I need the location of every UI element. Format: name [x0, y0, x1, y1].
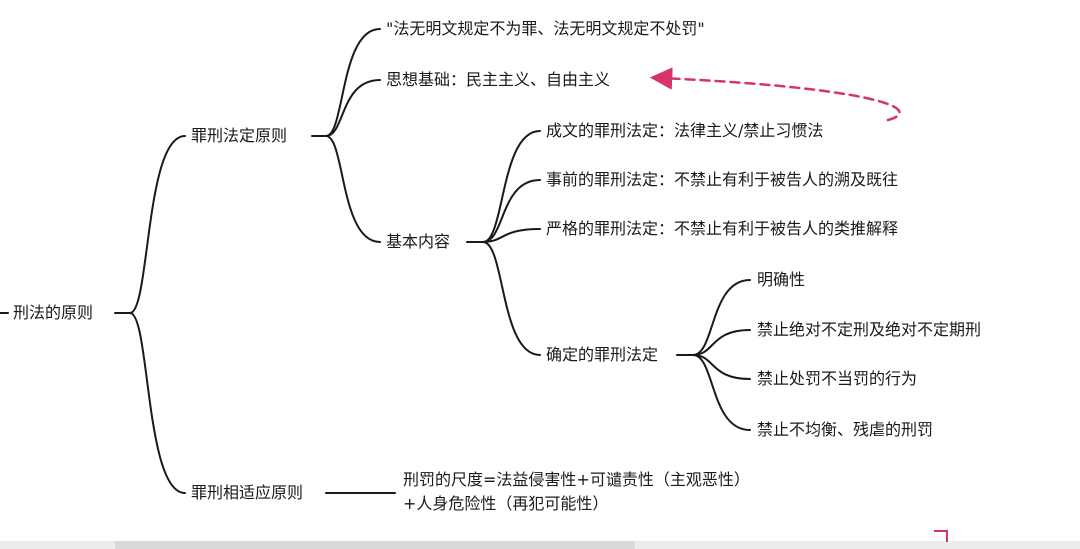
definite-legality-node[interactable]: 确定的罪刑法定 — [546, 345, 659, 364]
definite-item-clarity[interactable]: 明确性 — [757, 270, 806, 289]
foundation-node[interactable]: 思想基础：民主主义、自由主义 — [386, 70, 611, 89]
proportionality-detail-node[interactable]: 刑罚的尺度=法益侵害性+可谴责性（主观恶性）+人身危险性（再犯可能性） — [403, 470, 750, 513]
content-item-ex-ante[interactable]: 事前的罪刑法定：不禁止有利于被告人的溯及既往 — [546, 170, 899, 189]
root-node[interactable]: 刑法的原则 — [13, 303, 94, 322]
basic-content-node[interactable]: 基本内容 — [386, 232, 451, 251]
scrollbar-thumb[interactable] — [115, 541, 635, 549]
annotation-arrow — [649, 67, 901, 122]
edge-definite-item-2 — [692, 354, 751, 380]
legality-principle-node[interactable]: 罪刑法定原则 — [191, 126, 288, 145]
edge-definite-item-1 — [692, 329, 751, 356]
horizontal-scrollbar[interactable] — [0, 541, 1080, 549]
edge-root-proportionality — [129, 312, 186, 494]
edge-content-item-1 — [482, 179, 541, 243]
definite-item-cruel[interactable]: 禁止不均衡、残虐的刑罚 — [757, 420, 934, 439]
edge-legality-slogan — [325, 28, 381, 137]
definite-item-undeserving[interactable]: 禁止处罚不当罚的行为 — [757, 369, 918, 388]
edge-content-definite — [482, 241, 541, 356]
edge-legality-content — [325, 135, 381, 243]
selection-corner-mark — [934, 530, 948, 542]
edge-content-item-0 — [482, 130, 541, 243]
edge-legality-foundation — [325, 79, 381, 137]
proportionality-principle-node[interactable]: 罪刑相适应原则 — [191, 483, 304, 502]
edge-definite-item-0 — [692, 279, 751, 356]
definite-item-indeterminate[interactable]: 禁止绝对不定刑及绝对不定期刑 — [757, 320, 982, 339]
edge-root-legality — [129, 135, 186, 314]
edge-content-item-2 — [482, 228, 541, 243]
content-item-written[interactable]: 成文的罪刑法定：法律主义/禁止习惯法 — [546, 121, 824, 140]
content-item-strict[interactable]: 严格的罪刑法定：不禁止有利于被告人的类推解释 — [546, 219, 899, 238]
legality-slogan-node[interactable]: "法无明文规定不为罪、法无明文规定不处罚" — [386, 19, 705, 38]
edge-definite-item-3 — [692, 354, 751, 431]
